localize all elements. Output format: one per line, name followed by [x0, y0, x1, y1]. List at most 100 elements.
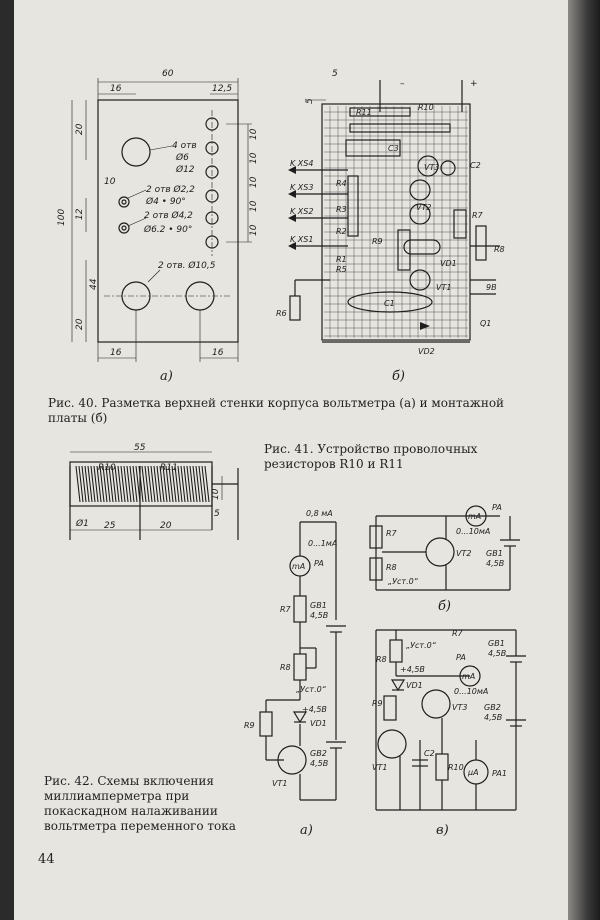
fig42a-ust: „Уст.0“ — [296, 685, 327, 694]
connector-xs4: K XS4 — [290, 159, 313, 168]
page-edge-shadow — [568, 0, 600, 920]
fig42c-v3: 4,5В — [484, 713, 502, 722]
fig42c-pa: PA — [456, 653, 466, 662]
dim-right-3: 10 — [249, 176, 259, 188]
fig42c-ust: „Уст.0“ — [406, 641, 437, 650]
fig42-sublabel-a: а) — [300, 823, 313, 838]
fig42b-r7: R7 — [386, 529, 398, 538]
part-r2: R2 — [336, 227, 347, 236]
fig42a-v3: 4,5В — [310, 759, 328, 768]
transistor-vt3-icon — [421, 689, 451, 719]
fig42a-vd1: VD1 — [310, 719, 327, 728]
fig42c-range: 0...10мА — [454, 687, 488, 696]
fig42c-r8: R8 — [376, 655, 387, 664]
fig42a-r9: R9 — [244, 721, 255, 730]
transistor-vt1c-icon — [377, 729, 407, 759]
dim-right-2: 10 — [249, 152, 259, 164]
hole-label-1a: 4 отв — [172, 141, 197, 151]
fig42a-v1: 4,5В — [310, 611, 328, 620]
hole-label-4: 2 отв. Ø10,5 — [158, 260, 216, 271]
fig41-r10: R10 — [98, 463, 116, 473]
fig42c-gb1: GB1 — [488, 639, 505, 648]
fig41-dim-5: 5 — [214, 509, 220, 519]
fig42c-c2: C2 — [424, 749, 435, 758]
part-c1: C1 — [384, 299, 395, 308]
fig42b-ma: mA — [468, 512, 481, 521]
capacitor-c3 — [345, 139, 401, 157]
part-r10: R10 — [418, 103, 434, 112]
minus-top: – — [400, 79, 405, 89]
dim-10: 10 — [104, 177, 116, 187]
fig42a-current-08: 0,8 мА — [306, 509, 333, 518]
fig42c-vt1: VT1 — [372, 763, 387, 772]
hole-label-3a: 2 отв Ø4,2 — [144, 210, 193, 221]
fig42a-pa: PA — [314, 559, 324, 568]
part-vd1: VD1 — [440, 259, 457, 268]
fig42b-ust: „Уст.0“ — [388, 577, 419, 586]
fig42c-r10: R10 — [448, 763, 464, 772]
hole-label-3b: Ø6.2 • 90° — [143, 224, 192, 235]
part-r7: R7 — [472, 211, 484, 220]
dim-20-bottom: 20 — [75, 318, 85, 330]
hole-label-2a: 2 отв Ø2,2 — [146, 184, 195, 195]
part-vd2: VD2 — [418, 347, 435, 356]
dim-right-4: 10 — [249, 200, 259, 212]
fig42-caption: Рис. 42. Схемы включения миллиамперметра… — [44, 774, 236, 833]
fig42c-v2: +4,5В — [400, 665, 425, 674]
part-c3: C3 — [388, 144, 399, 153]
dim-16-bottom-right: 16 — [212, 348, 224, 358]
part-c2: C2 — [470, 161, 481, 170]
fig42b-pa: PA — [492, 503, 502, 512]
fig40-sublabel-b: б) — [392, 369, 405, 384]
part-r1: R1 — [336, 255, 347, 264]
fig42a-r7: R7 — [280, 605, 292, 614]
dim-44: 44 — [89, 278, 99, 290]
fig42b-vt2: VT2 — [456, 549, 471, 558]
fig41-r11: R11 — [160, 463, 178, 473]
dim-right-1: 10 — [249, 128, 259, 140]
fig42c-ua: μA — [467, 768, 479, 777]
voltage-9v: 9В — [486, 283, 497, 292]
hole-label-1b: Ø6 — [175, 152, 189, 163]
connector-xs2: K XS2 — [290, 207, 313, 216]
fig41-d1: Ø1 — [75, 518, 89, 529]
plus-top: + — [470, 79, 478, 89]
dim-5-left: 5 — [305, 98, 315, 104]
dim-20-top: 20 — [75, 123, 85, 135]
dim-16-bottom-left: 16 — [110, 348, 122, 358]
fig40-sublabel-a: а) — [160, 369, 173, 384]
dim-12-5: 12,5 — [212, 84, 232, 94]
fig42b-gb1: GB1 — [486, 549, 503, 558]
page-number: 44 — [38, 852, 55, 867]
hole-label-1c: Ø12 — [175, 164, 195, 175]
part-q1: Q1 — [480, 319, 491, 328]
dim-100: 100 — [57, 209, 67, 226]
fig42c-pa1: PA1 — [492, 769, 507, 778]
fig41-dim-55: 55 — [134, 443, 146, 453]
resistor-winding — [75, 465, 210, 503]
fig42c-r7: R7 — [452, 629, 464, 638]
fig42c-gb2: GB2 — [484, 703, 501, 712]
fig42c-vd1: VD1 — [406, 681, 423, 690]
part-r11: R11 — [356, 108, 372, 117]
fig42c-vt3: VT3 — [452, 703, 467, 712]
hole-label-2b: Ø4 • 90° — [145, 196, 186, 207]
fig41-dim-10: 10 — [211, 488, 221, 500]
fig42a-range: 0...1мА — [308, 539, 337, 548]
part-vt2: VT2 — [416, 203, 431, 212]
fig42a-vt1: VT1 — [272, 779, 287, 788]
dim-right-5: 10 — [249, 224, 259, 236]
part-r6: R6 — [276, 309, 287, 318]
fig40-caption: Рис. 40. Разметка верхней стенки корпуса… — [48, 396, 505, 425]
